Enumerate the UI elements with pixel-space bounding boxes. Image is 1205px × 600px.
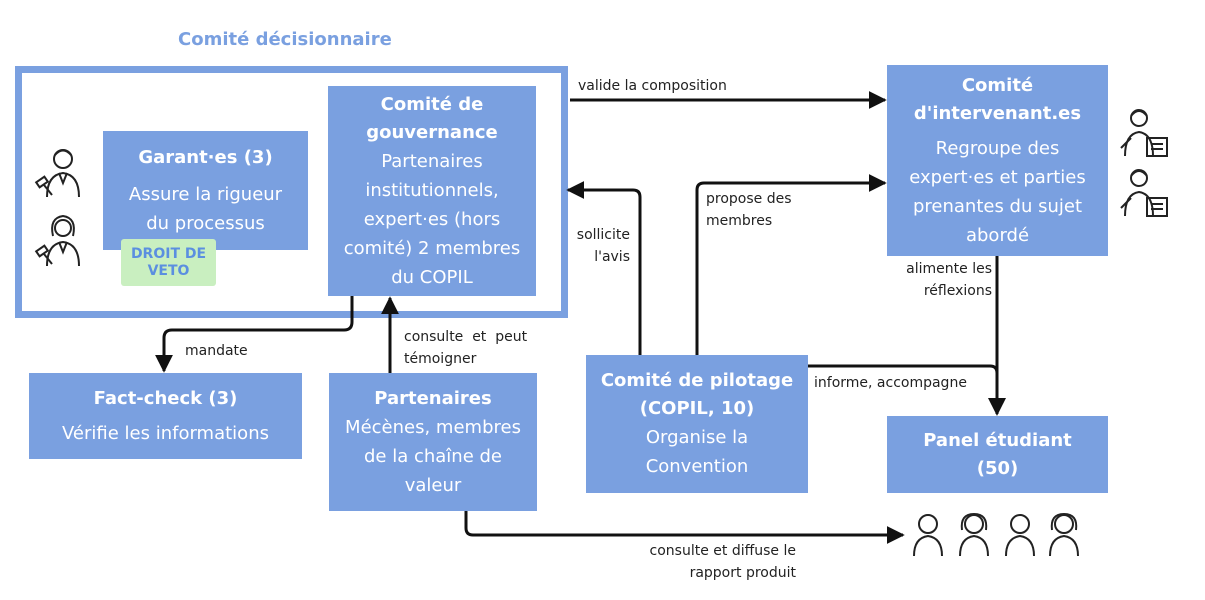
factcheck-box: Fact-check (3) Vérifie les informations [29,373,302,459]
partenaires-desc-line: Mécènes, membres [345,416,521,438]
label-consulte-diffuse-line: rapport produit [689,565,796,581]
arrow-propose [695,174,887,355]
copil-box: Comité de pilotage (COPIL, 10) Organise … [586,355,808,493]
students-group-icon [913,512,1079,557]
expert-presenter-icon [1120,109,1168,157]
label-valide: valide la composition [578,78,727,94]
gouvernance-desc-line: du COPIL [391,266,473,288]
decision-committee-title: Comité décisionnaire [178,29,392,50]
partenaires-desc-line: valeur [404,474,462,496]
intervenants-desc-line: abordé [965,224,1030,246]
garants-title: Garant·es (3) [138,146,273,168]
factcheck-desc: Vérifie les informations [62,422,269,444]
intervenants-title-line: Comité [961,74,1034,96]
intervenants-desc-line: Regroupe des [935,137,1060,159]
label-sollicite-line: l'avis [594,249,630,265]
label-informe: informe, accompagne [814,375,967,391]
copil-desc-line: Organise la [645,427,749,448]
judge-male-icon [34,149,80,198]
label-consulte-temoigner-line: témoigner [404,351,477,367]
intervenants-box: Comité d'intervenant.es Regroupe des exp… [887,65,1108,256]
partenaires-desc-line: de la chaîne de [363,445,502,467]
label-consulte-diffuse: consulte et diffuse le rapport produit [600,540,796,584]
panel-box: Panel étudiant (50) [887,416,1108,493]
label-sollicite-line: sollicite [576,227,630,243]
label-consulte-diffuse-line: consulte et diffuse le [649,543,796,559]
label-consulte-temoigner-line: consulte et peut [404,329,528,345]
factcheck-title: Fact-check (3) [93,387,238,409]
arrow-consulte-diffuse [464,511,905,544]
label-alimente-line: réflexions [923,283,992,299]
label-alimente: alimente les réflexions [890,258,992,302]
gouvernance-desc-line: institutionnels, [365,179,499,201]
veto-badge-line: VETO [147,262,190,279]
arrow-informe [808,364,1006,416]
gouvernance-title-line: Comité de [380,93,484,115]
intervenants-title-line: d'intervenant.es [913,102,1082,124]
gouvernance-box: Comité de gouvernance Partenaires instit… [328,86,536,296]
panel-title-line: Panel étudiant [923,429,1072,451]
gouvernance-desc-line: expert·es (hors [363,208,501,230]
arrow-mandate [155,296,354,373]
partenaires-box: Partenaires Mécènes, membres de la chaîn… [329,373,537,511]
garants-box: Garant·es (3) Assure la rigueur du proce… [103,131,308,250]
veto-badge-line: DROIT DE [130,245,207,262]
copil-desc-line: Convention [645,456,749,477]
label-propose-line: membres [706,213,773,229]
garants-desc-line: du processus [146,212,265,234]
gouvernance-desc-line: comité) 2 membres [343,237,521,259]
label-alimente-line: alimente les [906,261,992,277]
copil-title-line: Comité de pilotage [600,370,794,391]
gouvernance-title-line: gouvernance [366,121,498,143]
label-propose-line: propose des [706,191,792,207]
veto-badge: DROIT DE VETO [121,239,216,286]
copil-title-line: (COPIL, 10) [639,398,755,419]
partenaires-title: Partenaires [374,387,492,409]
panel-title-line: (50) [976,457,1019,479]
garants-desc-line: Assure la rigueur [128,183,283,205]
label-propose: propose des membres [706,188,792,232]
intervenants-desc-line: prenantes du sujet [912,195,1083,217]
label-mandate: mandate [185,343,248,359]
intervenants-desc-line: expert·es et parties [909,166,1086,188]
expert-presenter-icon [1120,169,1168,217]
label-sollicite: sollicite l'avis [572,224,630,268]
arrow-sollicite [566,181,642,355]
judge-female-icon [34,214,80,267]
gouvernance-desc-line: Partenaires [381,150,483,172]
label-consulte-temoigner: consulte et peut témoigner [404,326,527,370]
